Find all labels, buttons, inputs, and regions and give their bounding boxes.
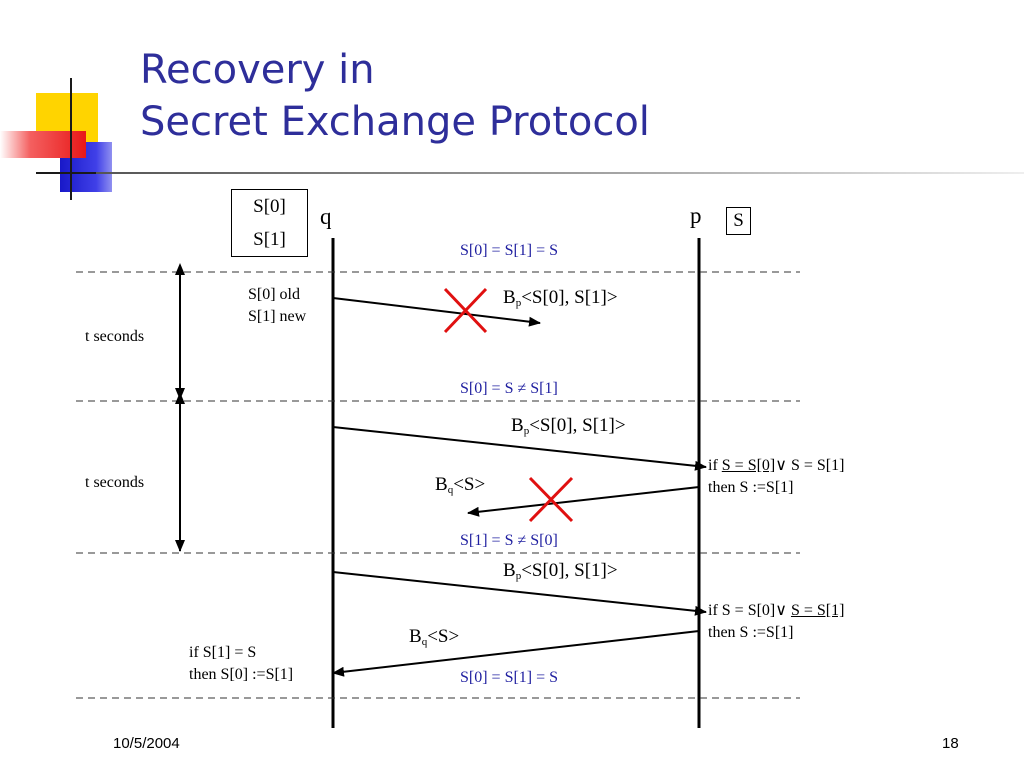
title-line-1: Recovery in [140,47,375,93]
slide-title: Recovery in Secret Exchange Protocol [140,44,650,148]
register-s1-box: S[1] [231,224,308,257]
slide-page-number: 18 [942,735,959,752]
q-update-note: S[0] old S[1] new [248,284,306,328]
q-final-note: if S[1] = S then S[0] :=S[1] [189,642,293,686]
state-annotation-1: S[0] = S[1] = S [460,242,559,259]
message-arrow-3 [467,486,700,517]
lost-message-cross-1 [443,287,488,334]
q-update-line-2: S[1] new [248,308,307,325]
register-s1-label: S[1] [253,229,286,250]
register-s0-box: S[0] [231,189,308,225]
message-arrow-2 [332,426,707,471]
message-label-5: Bq<S> [409,626,460,648]
register-s0-label: S[0] [253,196,286,217]
p-rule-1-action: then S :=S[1] [708,479,794,496]
q-final-line-2: then S[0] :=S[1] [189,666,294,683]
p-rule-2: if S = S[0]∨ S = S[1] then S :=S[1] [708,600,844,644]
message-arrow-4 [332,571,707,616]
message-arrow-5 [332,630,700,677]
p-rule-2-action: then S :=S[1] [708,624,794,641]
interval-label-2: t seconds [85,474,145,491]
interval-label-1: t seconds [85,328,145,345]
p-rule-1: if S = S[0]∨ S = S[1] then S :=S[1] [708,455,844,499]
message-label-3: Bq<S> [435,474,486,496]
q-final-line-1: if S[1] = S [189,644,257,661]
slide-date: 10/5/2004 [113,735,180,752]
state-annotation-2: S[0] = S ≠ S[1] [460,380,558,397]
p-rule-2-condition: if S = S[0]∨ S = S[1] [708,602,845,619]
process-p-label: p [690,203,702,228]
logo-horizontal-line [36,172,96,174]
message-label-1: Bp<S[0], S[1]> [503,287,618,309]
message-label-2: Bp<S[0], S[1]> [511,415,626,437]
lost-message-cross-2 [528,476,574,523]
register-p-s-box: S [726,207,751,235]
title-underline [96,172,1024,174]
q-update-line-1: S[0] old [248,286,300,303]
logo-vertical-line [70,78,72,200]
title-line-2: Secret Exchange Protocol [140,99,650,145]
message-arrow-1 [332,297,541,327]
p-rule-1-condition: if S = S[0]∨ S = S[1] [708,457,845,474]
message-label-4: Bp<S[0], S[1]> [503,560,618,582]
register-p-s-label: S [733,210,744,231]
state-annotation-4: S[0] = S[1] = S [460,669,559,686]
process-q-label: q [320,204,332,229]
state-annotation-3: S[1] = S ≠ S[0] [460,532,558,549]
